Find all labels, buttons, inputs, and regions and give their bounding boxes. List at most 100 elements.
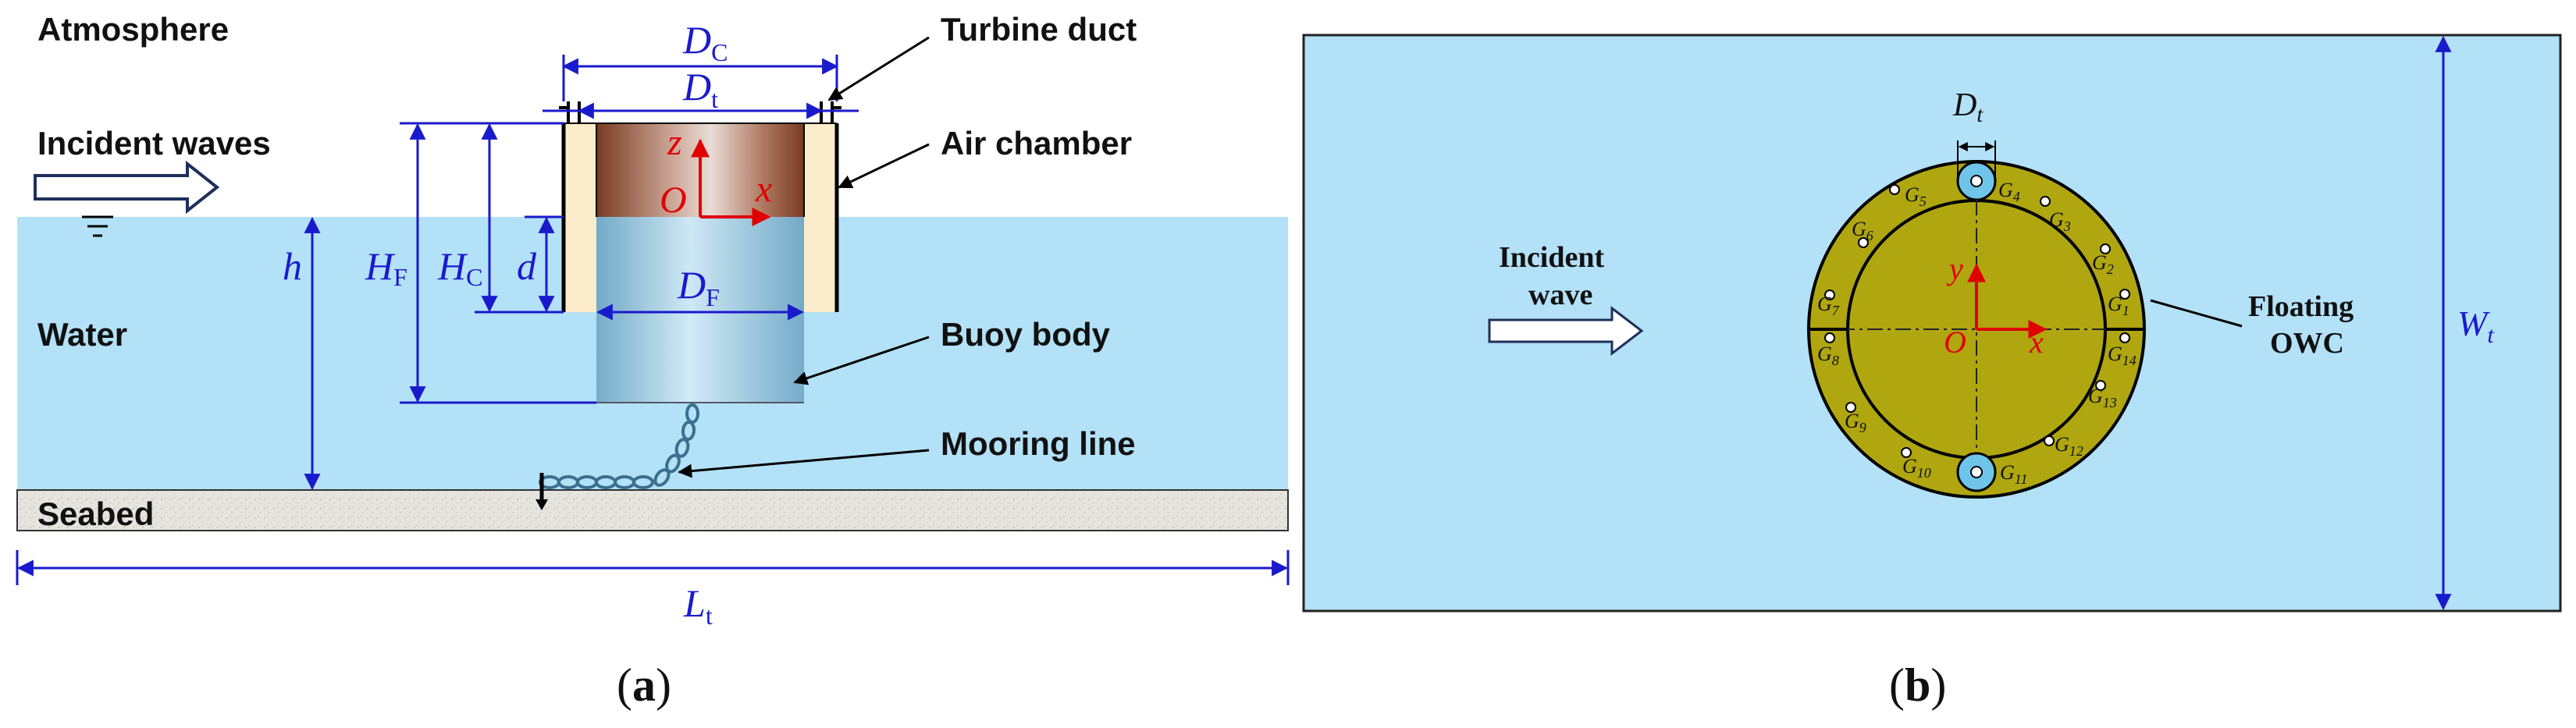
caption-a-letter: a <box>632 659 656 711</box>
dim-df-main: D <box>677 263 706 307</box>
dim-hc-main: H <box>437 244 468 288</box>
gauge-2-main: G <box>2092 251 2107 274</box>
gauge-4-sub: 4 <box>2013 189 2020 204</box>
caption-b-letter: b <box>1905 659 1930 711</box>
gauge-label-5: G5 <box>1905 183 1927 209</box>
gauge-label-1: G1 <box>2108 293 2129 318</box>
dim-label-dt-b: Dt <box>1952 87 1984 127</box>
axis-x-label: x <box>755 169 772 210</box>
label-floating-owc-2: OWC <box>2270 327 2344 360</box>
gauge-label-3: G3 <box>2049 208 2071 234</box>
leader-air-chamber <box>838 143 930 189</box>
label-buoy-body: Buoy body <box>941 316 1111 353</box>
gauge-dot-12 <box>2044 435 2055 446</box>
dim-dt-main: D <box>682 65 711 108</box>
gauge-label-8: G8 <box>1817 343 1839 368</box>
gauge-dot-3 <box>2040 196 2051 207</box>
dim-label-dt: Dt <box>682 65 718 113</box>
gauge-6-main: G <box>1852 218 1866 240</box>
gauge-12-sub: 12 <box>2069 443 2083 459</box>
gauge-label-6: G6 <box>1852 218 1873 243</box>
axes-a <box>691 138 771 226</box>
label-air-chamber: Air chamber <box>941 125 1132 162</box>
gauge-9-sub: 9 <box>1859 420 1866 435</box>
axis-origin-label-b: O <box>1944 325 1966 360</box>
dim-label-wt: Wt <box>2457 304 2494 348</box>
incident-wave-arrow-b <box>1488 305 1644 357</box>
gauge-4-main: G <box>1998 179 2013 201</box>
gauge-5-sub: 5 <box>1920 194 1927 209</box>
caption-a-open: ( <box>617 659 632 711</box>
gauge-dot-13 <box>2095 380 2106 391</box>
dim-label-lt: Lt <box>683 581 713 630</box>
label-mooring-line: Mooring line <box>941 425 1136 462</box>
dim-df-sub: F <box>706 283 720 311</box>
leader-turbine-duct <box>827 36 930 101</box>
dim-label-d: d <box>517 244 537 288</box>
dim-hf-main: H <box>365 244 396 288</box>
gauge-label-13: G13 <box>2088 385 2117 410</box>
caption-b-open: ( <box>1889 659 1905 711</box>
anchor-icon <box>535 473 548 510</box>
panel-a: Atmosphere Incident waves Water Seabed T… <box>16 11 1290 711</box>
dim-hc-sub: C <box>466 263 482 291</box>
caption-b-close: ) <box>1930 659 1946 711</box>
gauge-6-sub: 6 <box>1866 228 1873 243</box>
gauge-10-sub: 10 <box>1917 465 1931 481</box>
gauge-7-main: G <box>1817 293 1832 315</box>
incident-waves-arrow <box>34 160 220 215</box>
dim-hf-sub: F <box>393 263 407 291</box>
label-turbine-duct: Turbine duct <box>941 11 1137 48</box>
gauge-11-main: G <box>2000 461 2015 484</box>
dim-label-hc: HC <box>437 244 482 291</box>
dim-lt-sub: t <box>706 602 713 630</box>
gauge-14-sub: 14 <box>2122 353 2137 368</box>
label-incident-wave-2: wave <box>1528 279 1592 311</box>
dim-dt-b-main: D <box>1952 87 1976 123</box>
dim-label-dc: DC <box>682 18 728 66</box>
gauge-12-main: G <box>2055 433 2069 456</box>
gauge-1-main: G <box>2108 293 2122 315</box>
gauge-5-main: G <box>1905 183 1920 206</box>
dim-dc-main: D <box>682 18 711 62</box>
gauge-dot-5 <box>1889 184 1900 195</box>
gauge-label-11: G11 <box>2000 461 2027 487</box>
still-water-symbol <box>82 215 113 237</box>
leader-buoy-body <box>793 336 930 385</box>
gauge-label-14: G14 <box>2108 343 2137 368</box>
gauge-2-sub: 2 <box>2107 261 2114 277</box>
caption-a: (a) <box>617 659 671 711</box>
gauge-13-sub: 13 <box>2103 395 2117 410</box>
label-incident-waves: Incident waves <box>37 125 271 162</box>
gauge-label-12: G12 <box>2055 433 2083 459</box>
gauge-dot-10 <box>1901 447 1912 458</box>
gauge-8-sub: 8 <box>1832 353 1839 368</box>
gauge-3-sub: 3 <box>2063 218 2071 234</box>
gauge-label-9: G9 <box>1845 410 1866 435</box>
gauge-dot-9 <box>1845 402 1856 413</box>
dim-label-df: DF <box>677 263 720 311</box>
panel-b: G1 G2 G3 G4 G5 G6 G7 G8 G9 G10 G11 G12 G… <box>1302 34 2562 711</box>
gauge-dot-14 <box>2119 332 2130 343</box>
mooring-chain <box>539 403 699 489</box>
gauge-dot-2 <box>2100 243 2111 254</box>
label-atmosphere: Atmosphere <box>37 11 229 48</box>
gauges <box>1824 184 2130 458</box>
gauge-9-main: G <box>1845 410 1859 432</box>
label-water: Water <box>37 316 127 353</box>
gauge-dot-1 <box>2119 289 2130 300</box>
chamber-wall-right <box>804 123 837 312</box>
axis-origin-label: O <box>660 179 687 221</box>
caption-b: (b) <box>1889 659 1946 711</box>
chamber-wall-left <box>564 123 596 312</box>
gauge-dot-6 <box>1858 237 1869 248</box>
gauge-8-main: G <box>1817 343 1832 365</box>
gauge-10-main: G <box>1902 455 1917 478</box>
gauge-label-4: G4 <box>1998 179 2020 204</box>
dim-wt-sub: t <box>2487 322 2494 348</box>
gauge-label-2: G2 <box>2092 251 2114 277</box>
gauge-label-10: G10 <box>1902 455 1931 481</box>
gauge-11-sub: 11 <box>2015 471 2028 487</box>
gauge-1-sub: 1 <box>2122 303 2129 318</box>
leader-mooring-line <box>678 449 930 478</box>
